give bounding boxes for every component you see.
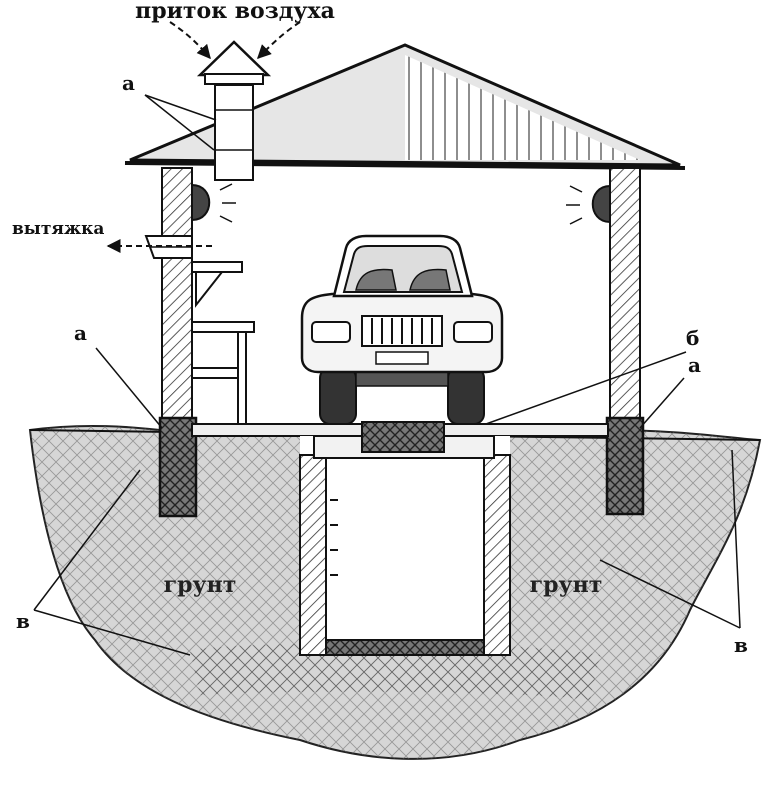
label-a-vent: а — [122, 71, 135, 95]
label-a-right: а — [688, 353, 701, 377]
car — [300, 234, 504, 425]
gravel-band — [190, 643, 600, 700]
right-foundation — [605, 416, 645, 516]
pit-wall-right — [483, 454, 511, 656]
vent-cap — [196, 40, 272, 77]
leader-v-left-1 — [33, 469, 141, 611]
car-plate — [375, 351, 429, 365]
car-grille — [361, 315, 443, 347]
leader-v-right-1 — [731, 449, 741, 629]
car-wheel-left — [319, 367, 357, 425]
air-arrow-left — [169, 21, 211, 60]
workbench — [191, 321, 255, 425]
label-air-inflow: приток воздуха — [135, 0, 335, 24]
leader-a-right — [639, 377, 685, 429]
pit-wall-left — [299, 454, 327, 656]
lamp-left — [191, 183, 236, 223]
label-a-left: а — [74, 321, 87, 345]
air-arrow-right — [257, 21, 301, 59]
label-soil-right: грунт — [530, 572, 603, 598]
label-exhaust: вытяжка — [12, 219, 104, 239]
right-wall — [609, 167, 641, 431]
label-soil-left: грунт — [164, 572, 237, 598]
roof-right-stripes — [405, 55, 640, 160]
car-headlight-right — [453, 321, 493, 343]
pit-cover — [361, 421, 445, 453]
leader-v-left-2 — [33, 609, 191, 656]
left-foundation — [158, 416, 198, 518]
car-wheel-right — [447, 367, 485, 425]
inspection-pit — [299, 421, 511, 656]
lamp-right — [566, 184, 611, 225]
pit-floor — [325, 639, 485, 656]
leader-v-right-2 — [599, 559, 741, 629]
label-v-right: в — [734, 633, 748, 657]
left-wall — [161, 167, 193, 431]
leader-a-vent-2 — [144, 94, 215, 151]
car-headlight-left — [311, 321, 351, 343]
label-v-left: в — [16, 609, 30, 633]
wall-shelf — [191, 261, 243, 308]
label-b: б — [686, 326, 699, 350]
leader-a-left — [95, 347, 163, 429]
leader-a-vent-1 — [144, 94, 217, 121]
vent-pipe — [214, 84, 254, 181]
leader-b — [485, 351, 687, 425]
